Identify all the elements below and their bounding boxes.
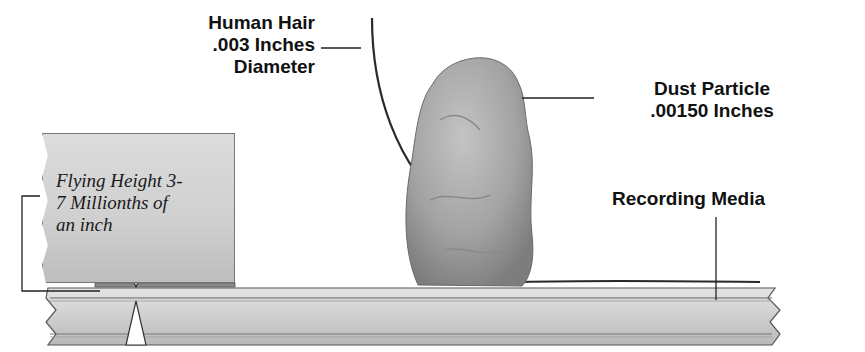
read-write-head: Flying Height 3-7 Millionths of an inch bbox=[42, 133, 235, 283]
gap-marker bbox=[126, 301, 146, 345]
dust-label: Dust Particle .00150 Inches bbox=[628, 78, 796, 122]
leader-line bbox=[715, 217, 716, 300]
slider-rail bbox=[95, 283, 235, 287]
dust-particle bbox=[406, 58, 533, 286]
leader-line bbox=[321, 47, 361, 48]
head-caption: Flying Height 3-7 Millionths of an inch bbox=[56, 170, 188, 236]
media-label: Recording Media bbox=[612, 188, 822, 210]
human-hair bbox=[520, 281, 760, 282]
hair-label: Human Hair .003 Inches Diameter bbox=[180, 12, 315, 78]
dust-texture bbox=[430, 115, 505, 252]
recording-media bbox=[46, 288, 780, 345]
leader-line bbox=[522, 97, 594, 98]
